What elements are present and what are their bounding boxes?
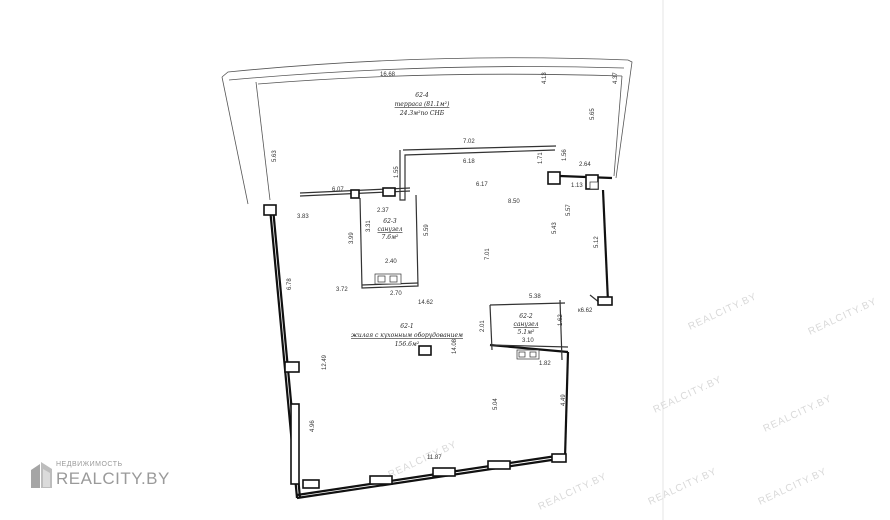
watermark-group: REALCITY.BY REALCITY.BY REALCITY.BY REAL…: [387, 291, 879, 513]
columns: [263, 171, 613, 489]
dim-label: 5.57: [566, 204, 572, 216]
dim-label: 14.62: [418, 300, 434, 306]
terrace-id: 62-4: [415, 92, 429, 99]
dim-label: 8.50: [508, 199, 520, 205]
dim-label: 3.10: [522, 338, 534, 344]
fixture-shaft: [589, 181, 599, 190]
dim-label: 3.72: [336, 287, 348, 293]
watermark: REALCITY.BY: [762, 393, 834, 435]
column: [290, 403, 300, 485]
dim-label: 2.70: [390, 291, 402, 297]
dim-label: 5.65: [590, 108, 596, 120]
bathroom-large-id: 62-3: [383, 218, 397, 225]
dim-label: 3.31: [366, 220, 372, 232]
living-id: 62-1: [400, 323, 413, 330]
dim-label: 7.02: [463, 139, 475, 145]
building-logo-icon: [31, 462, 52, 488]
bathroom-large-area: 7.6м²: [382, 234, 400, 241]
watermark: REALCITY.BY: [647, 466, 719, 508]
dim-label: 3.99: [349, 232, 355, 244]
dim-label: 6.78: [287, 278, 293, 290]
dim-label: 1.13: [571, 183, 583, 189]
terrace-outline: [221, 57, 633, 205]
watermark: REALCITY.BY: [807, 296, 879, 338]
dim-label: 1.56: [562, 149, 568, 161]
column: [597, 296, 613, 306]
column: [551, 453, 567, 463]
column: [418, 345, 432, 356]
dim-label: 1.62: [558, 314, 564, 326]
column: [382, 187, 396, 197]
watermark: REALCITY.BY: [652, 374, 724, 416]
dim-label: 4.37: [613, 72, 619, 84]
column: [284, 361, 300, 373]
dim-label: 5.04: [493, 398, 499, 410]
dim-label: 4.13: [542, 72, 548, 84]
bathroom-large-name: санузел: [377, 226, 402, 233]
dim-label: 5.63: [272, 150, 278, 162]
realcity-logo: НЕДВИЖИМОСТЬ REALCITY.BY: [30, 461, 169, 491]
dim-label: 1.55: [394, 166, 400, 178]
dim-label: 5.12: [594, 236, 600, 248]
fixture-sink: [516, 349, 540, 360]
logo-subtitle: НЕДВИЖИМОСТЬ: [56, 461, 123, 468]
dim-label: 7.01: [485, 248, 491, 260]
dim-label: 4.49: [561, 394, 567, 406]
dim-label: 2.64: [579, 162, 591, 168]
bathroom-small-id: 62-2: [519, 313, 533, 320]
dim-label: 16.68: [380, 72, 396, 78]
dim-label: 2.01: [480, 320, 486, 332]
dimension-labels: 16.68 4.13 4.37 5.65 5.63 7.02 6.18 1.71…: [272, 72, 619, 461]
dim-label: 5.43: [552, 222, 558, 234]
dim-label: 1.82: [539, 361, 551, 367]
terrace-name: терраса (81.1м²): [395, 101, 450, 108]
column: [369, 475, 393, 485]
dim-label: 6.18: [463, 159, 475, 165]
column: [263, 204, 277, 216]
living-name: жилая с кухонным оборудованием: [351, 332, 463, 339]
dim-label: к6.62: [578, 308, 593, 314]
dim-label: 2.37: [377, 208, 389, 214]
dim-label: 14.08: [452, 338, 458, 354]
living-area: 156.6м²: [395, 341, 420, 348]
dim-label: 4.96: [310, 420, 316, 432]
dim-label: 6.17: [476, 182, 488, 188]
column: [547, 171, 561, 185]
dim-label: 5.59: [424, 224, 430, 236]
fixtures: [374, 181, 599, 360]
column: [487, 460, 511, 470]
fixture-sink: [374, 273, 402, 285]
dim-label: 12.49: [322, 354, 328, 370]
bathroom-small-name: санузел: [513, 321, 538, 328]
column: [432, 467, 456, 477]
room-labels: 62-4 терраса (81.1м²) 24.3м²по СНБ 62-3 …: [351, 92, 539, 348]
column: [302, 479, 320, 489]
dim-label: 1.71: [538, 152, 544, 164]
bathroom-small-area: 5.1м²: [518, 329, 536, 336]
terrace-note: 24.3м²по СНБ: [399, 110, 445, 117]
dim-label: 3.83: [297, 214, 309, 220]
dim-label: 2.40: [385, 259, 397, 265]
column: [350, 189, 360, 199]
dim-label: 6.07: [332, 187, 344, 193]
logo-title: REALCITY.BY: [56, 469, 170, 488]
watermark: REALCITY.BY: [537, 471, 609, 513]
watermark: REALCITY.BY: [687, 291, 759, 333]
watermark: REALCITY.BY: [757, 466, 829, 508]
dim-label: 5.38: [529, 294, 541, 300]
dim-label: 11.87: [427, 455, 442, 461]
